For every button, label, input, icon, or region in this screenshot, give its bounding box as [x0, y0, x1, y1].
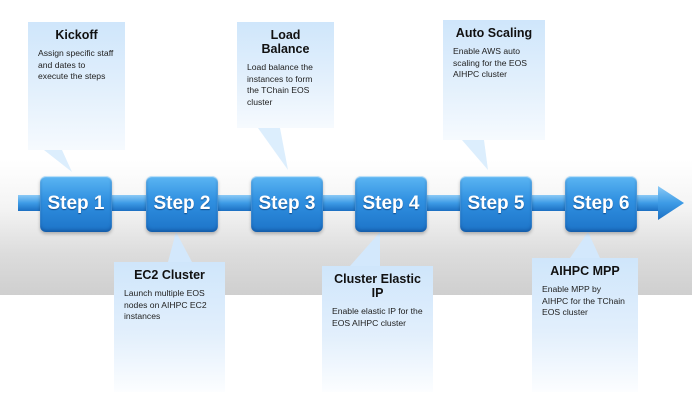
callout-title: AIHPC MPP — [550, 264, 620, 278]
callout-body: Assign specific staff and dates to execu… — [38, 48, 114, 81]
step-5-label: Step 5 — [467, 193, 525, 214]
callout-body: Load balance the instances to form the T… — [247, 62, 313, 107]
timeline-arrow-shaft — [18, 195, 660, 211]
callout-load-balance: Load Balance Load balance the instances … — [237, 22, 334, 128]
step-3-label: Step 3 — [258, 193, 316, 214]
callout-title: Kickoff — [55, 28, 98, 42]
step-4-label: Step 4 — [362, 193, 420, 214]
callout-body: Enable elastic IP for the EOS AIHPC clus… — [332, 306, 423, 328]
timeline-arrow-head — [658, 186, 684, 220]
step-1-label: Step 1 — [47, 193, 105, 214]
step-1-box: Step 1 — [40, 176, 112, 232]
callout-title: Auto Scaling — [455, 26, 533, 40]
callout-aihpc-mpp: AIHPC MPP Enable MPP by AIHPC for the TC… — [532, 258, 638, 392]
step-2-box: Step 2 — [146, 176, 218, 232]
callout-ec2-cluster: EC2 Cluster Launch multiple EOS nodes on… — [114, 262, 225, 392]
step-5-box: Step 5 — [460, 176, 532, 232]
callout-body: Launch multiple EOS nodes on AIHPC EC2 i… — [124, 288, 207, 321]
elastic-ip-callout-tail — [350, 232, 380, 266]
callout-title: Load Balance — [261, 28, 310, 56]
callout-kickoff: Kickoff Assign specific staff and dates … — [28, 22, 125, 150]
callout-body: Enable MPP by AIHPC for the TChain EOS c… — [542, 284, 625, 317]
ec2-callout-tail — [168, 232, 192, 262]
auto-scaling-callout-tail — [462, 140, 488, 170]
load-balance-callout-tail — [258, 128, 288, 170]
callout-title: EC2 Cluster — [134, 268, 205, 282]
step-6-label: Step 6 — [572, 193, 630, 214]
callout-cluster-elastic-ip: Cluster Elastic IP Enable elastic IP for… — [322, 266, 433, 392]
mpp-callout-tail — [570, 232, 600, 258]
step-3-box: Step 3 — [251, 176, 323, 232]
callout-body: Enable AWS auto scaling for the EOS AIHP… — [453, 46, 528, 79]
callout-auto-scaling: Auto Scaling Enable AWS auto scaling for… — [443, 20, 545, 140]
kickoff-callout-tail — [44, 150, 72, 172]
step-4-box: Step 4 — [355, 176, 427, 232]
step-2-label: Step 2 — [153, 193, 211, 214]
callout-title: Cluster Elastic IP — [334, 272, 421, 300]
step-6-box: Step 6 — [565, 176, 637, 232]
